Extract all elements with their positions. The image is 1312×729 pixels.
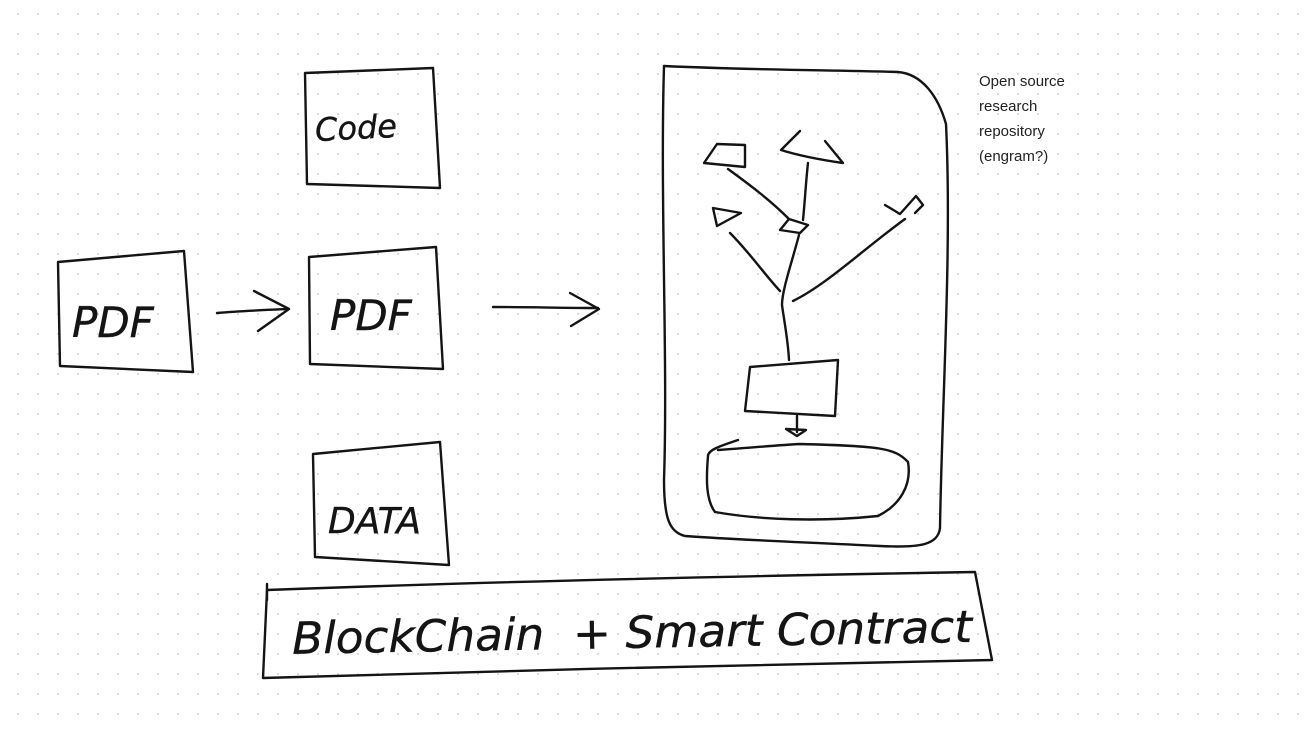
storage-blob	[705, 438, 910, 521]
data-label: DATA	[328, 501, 421, 542]
code-box[interactable]: Code	[303, 66, 442, 190]
tree-diagram	[702, 129, 925, 521]
pdf-target-box[interactable]: PDF	[307, 245, 445, 371]
repository-container[interactable]	[661, 64, 950, 548]
note-line: repository	[979, 123, 1045, 140]
pdf-source-box[interactable]: PDF	[56, 249, 195, 374]
note-line: research	[979, 98, 1038, 115]
pdf-target-label: PDF	[330, 291, 413, 340]
repository-note[interactable]: Open source research repository (engram?…	[979, 69, 1099, 169]
process-box	[743, 358, 840, 418]
note-line: (engram?)	[979, 148, 1049, 165]
pdf-source-label: PDF	[72, 298, 155, 347]
blockchain-label: BlockChain + Smart Contract	[292, 602, 975, 665]
arrow-pdf-to-pdf	[215, 289, 291, 333]
note-line: Open source	[979, 73, 1065, 90]
data-box[interactable]: DATA	[311, 440, 451, 567]
blockchain-box[interactable]: BlockChain + Smart Contract	[261, 570, 994, 680]
arrow-pdf-to-repository	[491, 291, 601, 328]
node-top-left	[702, 142, 747, 169]
code-label: Code	[314, 107, 398, 149]
